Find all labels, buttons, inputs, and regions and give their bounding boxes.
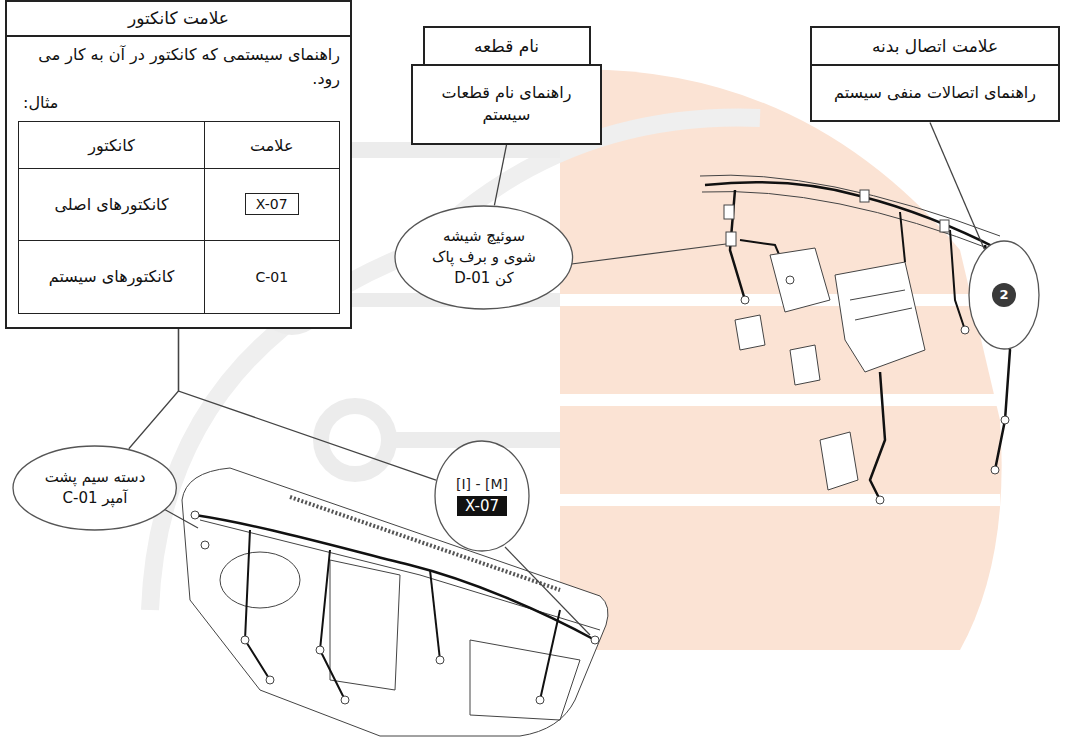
dashboard-figure — [266, 676, 274, 684]
callout-ellipse: [I] - [M] X-07 — [434, 440, 530, 552]
dashboard-figure — [341, 696, 349, 704]
table-text: C-01 — [255, 269, 288, 285]
box-text: راهنمای نام قطعات سیستم — [411, 64, 602, 145]
dashboard-figure — [241, 636, 249, 644]
part-name-box: نام قطعهراهنمای نام قطعات سیستم — [411, 26, 602, 145]
harness-figure — [770, 248, 830, 312]
table-text: کانکتورهای سیستم — [49, 267, 175, 286]
dashboard-figure — [245, 530, 270, 680]
harness-figure — [950, 230, 965, 330]
harness-figure — [991, 466, 999, 474]
leader-line — [556, 244, 726, 266]
harness-figure — [786, 276, 794, 284]
table-cell: C-01 — [204, 240, 341, 315]
connector-code: X-07 — [457, 496, 507, 516]
ground-mark-box: علامت اتصال بدنهراهنمای اتصالات منفی سیس… — [810, 26, 1060, 122]
harness-figure — [700, 175, 1000, 236]
watermark — [560, 300, 1004, 500]
table-text: X-07 — [245, 193, 299, 215]
dashboard-figure — [195, 515, 595, 640]
harness-figure — [820, 432, 858, 490]
harness-figure — [726, 232, 736, 246]
table-cell: کانکتورهای اصلی — [18, 168, 205, 242]
harness-figure — [870, 372, 885, 500]
connector-position: [I] - [M] — [456, 476, 508, 492]
callout-ellipse: سوئیچ شیشه شوی و برف پاک کن D-01 — [394, 205, 574, 310]
dashboard-figure — [220, 552, 300, 608]
leader-connector — [930, 122, 984, 249]
harness-figure — [850, 290, 912, 320]
harness-figure — [900, 212, 905, 262]
note-text: مثال: — [7, 91, 350, 115]
ellipse-outline — [12, 445, 177, 531]
harness-figure — [724, 205, 734, 219]
harness-figure — [860, 190, 869, 202]
leader-line — [505, 547, 590, 635]
dashboard-figure — [591, 636, 599, 644]
leader-connector — [129, 329, 179, 449]
table-cell: کانکتور — [18, 121, 205, 169]
dashboard-figure — [182, 468, 608, 736]
dashboard-figure — [540, 610, 560, 700]
box-text: راهنمای سیستمی که کانکتور در آن به کار م… — [7, 37, 350, 91]
harness-figure — [835, 262, 925, 372]
table-cell: X-07 — [204, 168, 341, 242]
callout-content: 2 — [968, 240, 1040, 350]
box-heading: علامت کانکتور — [7, 2, 350, 37]
watermark — [560, 70, 1002, 651]
ground-number: 2 — [992, 283, 1016, 307]
dashboard-figure — [470, 640, 580, 720]
dashboard-figure — [201, 541, 209, 549]
watermark — [321, 406, 389, 474]
harness-figure — [741, 296, 749, 304]
dashboard-figure — [320, 550, 345, 700]
callout-content: دسته سیم پشت آمپر C-01 — [12, 445, 177, 531]
harness-figure — [876, 496, 884, 504]
dashboard-figure — [316, 646, 324, 654]
leader-connector — [179, 329, 436, 480]
harness-figure — [790, 345, 820, 385]
table-text: علامت — [250, 136, 293, 155]
dashboard-figure — [536, 696, 544, 704]
box-text: راهنمای اتصالات منفی سیستم — [810, 64, 1060, 122]
table-cell: علامت — [204, 121, 341, 169]
harness-figure — [961, 326, 969, 334]
harness-figure — [1001, 416, 1009, 424]
dashboard-figure — [430, 570, 440, 660]
box-heading: علامت اتصال بدنه — [810, 26, 1060, 66]
table-text: کانکتور — [88, 136, 135, 155]
ellipse-outline — [395, 206, 573, 309]
harness-figure — [705, 182, 1000, 250]
harness-figure — [702, 192, 998, 253]
callout-content: [I] - [M] X-07 — [434, 440, 530, 552]
ellipse-outline — [13, 446, 176, 530]
harness-figure — [735, 315, 765, 350]
table-text: کانکتورهای اصلی — [54, 195, 168, 214]
box-heading: نام قطعه — [423, 26, 591, 66]
callout-text: دسته سیم پشت آمپر C-01 — [41, 467, 149, 509]
leader-line — [162, 508, 198, 528]
ellipse-outline — [969, 241, 1039, 349]
harness-figure — [700, 175, 1010, 504]
callout-ellipse: دسته سیم پشت آمپر C-01 — [12, 445, 177, 531]
dashboard-figure — [182, 468, 608, 736]
callout-content: سوئیچ شیشه شوی و برف پاک کن D-01 — [394, 205, 574, 310]
dashboard-figure — [191, 511, 199, 519]
dashboard-figure — [330, 560, 400, 690]
callout-text: سوئیچ شیشه شوی و برف پاک کن D-01 — [425, 226, 543, 289]
table-cell: کانکتورهای سیستم — [18, 240, 205, 315]
leader-connector — [494, 145, 506, 206]
dashboard-figure — [436, 656, 444, 664]
callout-ellipse: 2 — [968, 240, 1040, 350]
ellipse-outline — [435, 441, 529, 551]
harness-figure — [940, 220, 949, 232]
